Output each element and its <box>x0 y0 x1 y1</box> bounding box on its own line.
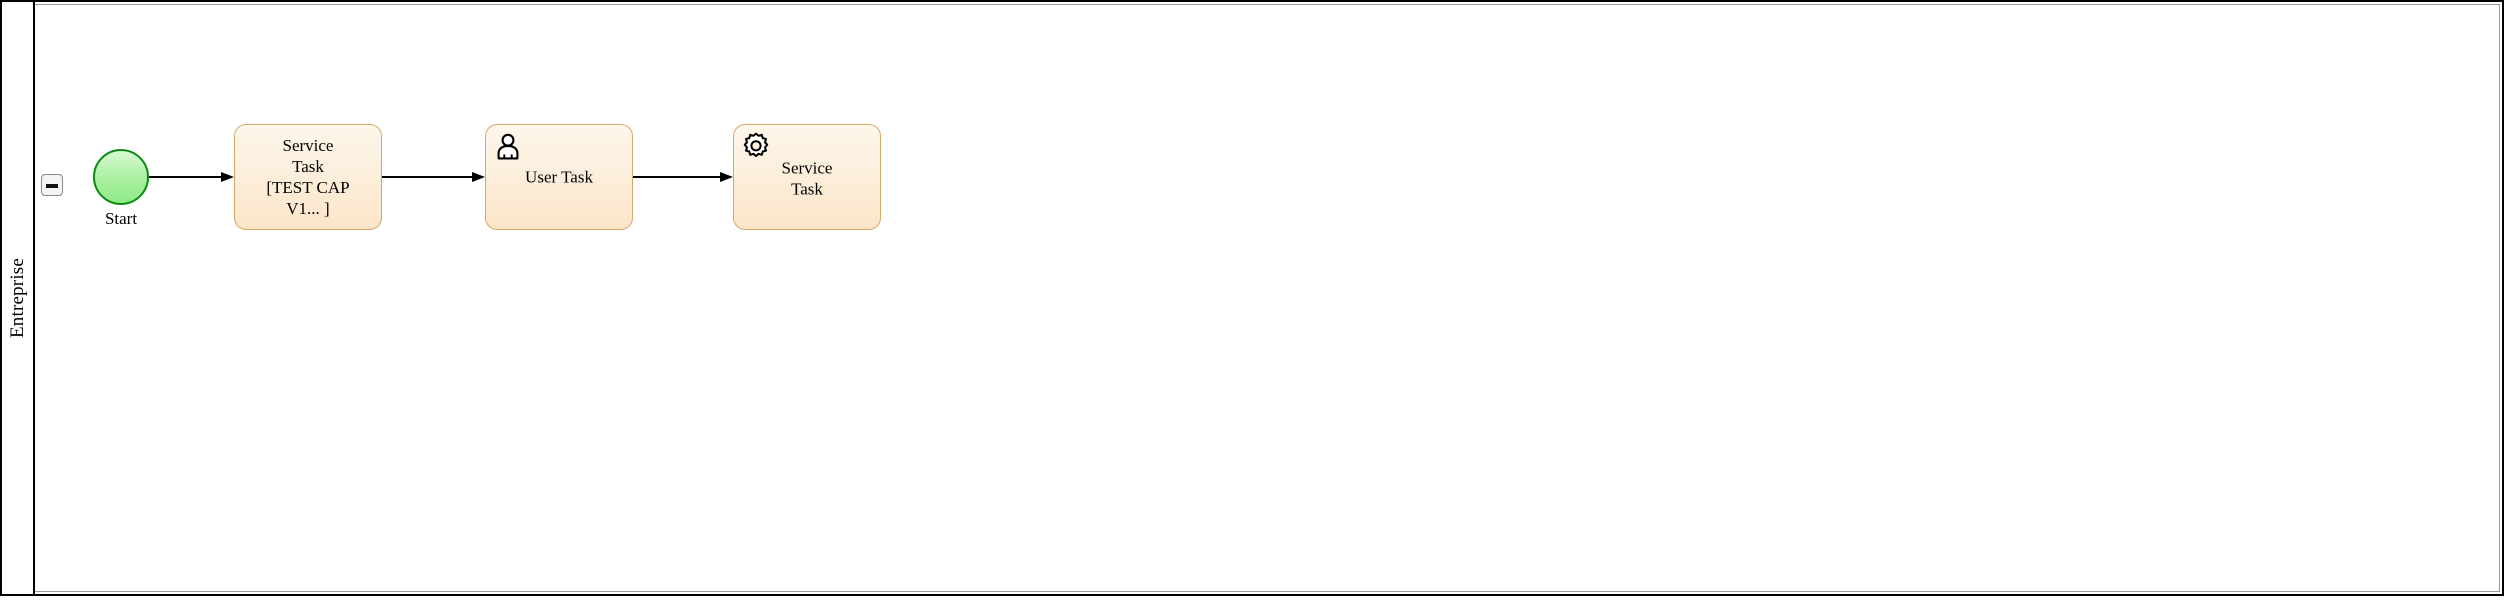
sequence-flow-service-1-to-user[interactable] <box>382 172 485 182</box>
task-service-task-2[interactable]: Service Task <box>733 124 881 230</box>
arrowhead-icon <box>221 172 234 182</box>
collapse-toggle-button[interactable] <box>41 174 63 196</box>
task-label: User Task <box>525 167 593 187</box>
start-event-circle <box>93 149 149 205</box>
task-label: Service Task <box>781 158 833 199</box>
task-label: Service Task [TEST CAP V1... ] <box>266 136 350 218</box>
sequence-flow-start-to-service-1[interactable] <box>149 172 234 182</box>
start-event-label: Start <box>104 209 138 228</box>
user-icon <box>494 132 522 160</box>
task-user-task[interactable]: User Task <box>485 124 633 230</box>
start-event[interactable]: Start <box>93 149 149 228</box>
arrowhead-icon <box>720 172 733 182</box>
sequence-flow-user-to-service-2[interactable] <box>633 172 733 182</box>
task-service-task-1[interactable]: Service Task [TEST CAP V1... ] <box>234 124 382 230</box>
lane-header: Entreprise <box>2 2 35 594</box>
flow-line <box>633 175 721 178</box>
flow-line <box>149 175 222 178</box>
lane-label-entreprise: Entreprise <box>6 257 28 339</box>
minus-icon <box>46 184 58 188</box>
gear-icon <box>742 132 770 160</box>
flow-line <box>382 175 473 178</box>
arrowhead-icon <box>472 172 485 182</box>
lane-body <box>35 4 2500 592</box>
